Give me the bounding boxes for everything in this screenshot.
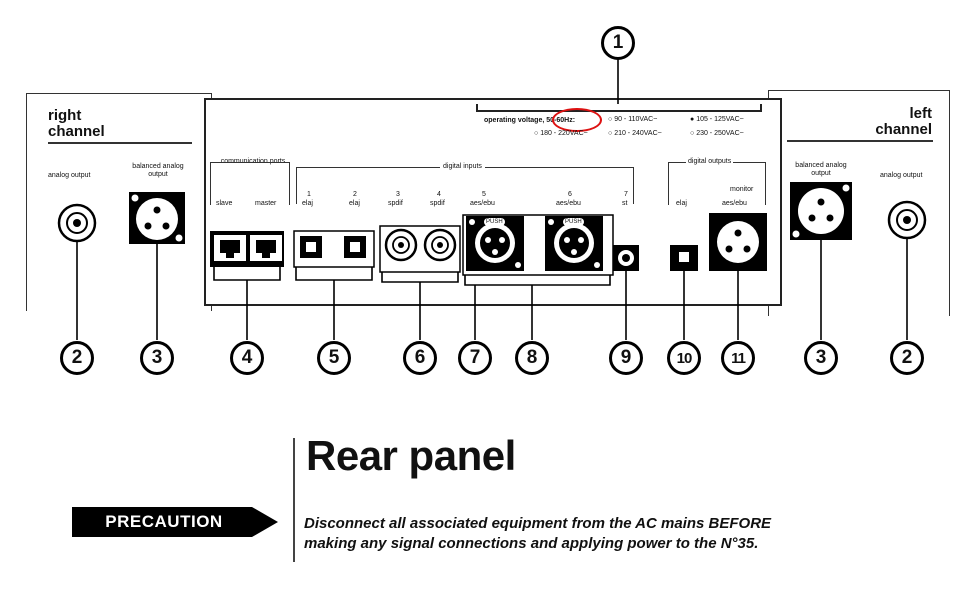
comm-ports-title: communication ports [220,158,286,165]
left-balanced-label: balanced analog output [795,162,847,177]
right-channel-title: right channel [48,107,105,140]
input-label-1: elaj [302,200,313,207]
voltage-option-230-250[interactable]: ○ 230 - 250VAC~ [690,130,744,137]
elaj-inputs [293,230,375,268]
output-label-elaj: elaj [676,200,687,207]
precaution-label: PRECAUTION [105,512,223,531]
callout-4: 4 [230,341,264,375]
push-label-5: PUSH [484,218,505,226]
callout-2-left: 2 [890,341,924,375]
main-rear-panel [204,98,782,306]
leader-lines [76,58,908,340]
precaution-arrow-shape [72,507,278,537]
callout-3-left: 3 [804,341,838,375]
rj-ports [210,231,284,267]
push-label-6: PUSH [563,218,584,226]
voltage-option-90-110[interactable]: ○ 90 - 110VAC~ [608,116,658,123]
warning-line-2: making any signal connections and applyi… [304,535,759,552]
section-divider [293,438,295,562]
input-label-3: spdif [388,200,403,207]
callout-9: 9 [609,341,643,375]
input-number-1: 1 [307,191,311,198]
callout-6: 6 [403,341,437,375]
right-balanced-label: balanced analog output [132,163,184,178]
digital-outputs-title: digital outputs [686,158,734,166]
elaj-output [670,245,698,271]
voltage-option-105-125[interactable]: ● 105 - 125VAC~ [690,116,744,123]
input-number-2: 2 [353,191,357,198]
aesebu-output [709,213,767,271]
callout-3-right: 3 [140,341,174,375]
left-channel-underline [787,140,933,142]
input-label-2: elaj [349,200,360,207]
left-channel-title: left channel [875,105,932,138]
input-label-4: spdif [430,200,445,207]
spdif-inputs [379,225,461,273]
callout-8: 8 [515,341,549,375]
callout-5: 5 [317,341,351,375]
left-balanced-xlr [790,182,852,240]
input-number-5: 5 [482,191,486,198]
input-number-6: 6 [568,191,572,198]
output-label-aesebu: aes/ebu [722,200,747,207]
right-analog-output-rca [57,203,97,243]
input-label-6: aes/ebu [556,200,581,207]
warning-line-1: Disconnect all associated equipment from… [304,515,772,532]
voltage-hz-highlight [552,108,602,132]
left-analog-label: analog output [880,172,923,179]
callout-10: 10 [667,341,701,375]
voltage-option-180-220[interactable]: ○ 180 - 220VAC~ [534,130,588,137]
warning-text: Disconnect all associated equipment from… [304,514,944,554]
rear-panel-heading: Rear panel [306,432,516,479]
callout-1: 1 [601,26,635,60]
callout-7: 7 [458,341,492,375]
left-analog-output-rca [887,200,927,240]
input-label-5: aes/ebu [470,200,495,207]
input-number-7: 7 [624,191,628,198]
voltage-option-210-240[interactable]: ○ 210 - 240VAC~ [608,130,662,137]
right-balanced-xlr [129,192,185,244]
right-analog-label: analog output [48,172,91,179]
callout-11: 11 [721,341,755,375]
right-channel-underline [48,142,192,144]
input-number-4: 4 [437,191,441,198]
input-label-7: st [622,200,628,207]
monitor-label: monitor [730,186,754,193]
input-number-3: 3 [396,191,400,198]
callout-2-right: 2 [60,341,94,375]
voltage-box-tick-left [476,104,478,112]
comm-slave-label: slave [216,200,233,207]
digital-inputs-title: digital inputs [440,163,485,171]
voltage-box-line [476,110,762,112]
voltage-box-tick-right [760,104,762,112]
comm-master-label: master [255,200,277,207]
comm-bracket [210,162,290,205]
voltage-label: operating voltage, 50-60Hz: [484,117,576,124]
st-input [613,245,639,271]
